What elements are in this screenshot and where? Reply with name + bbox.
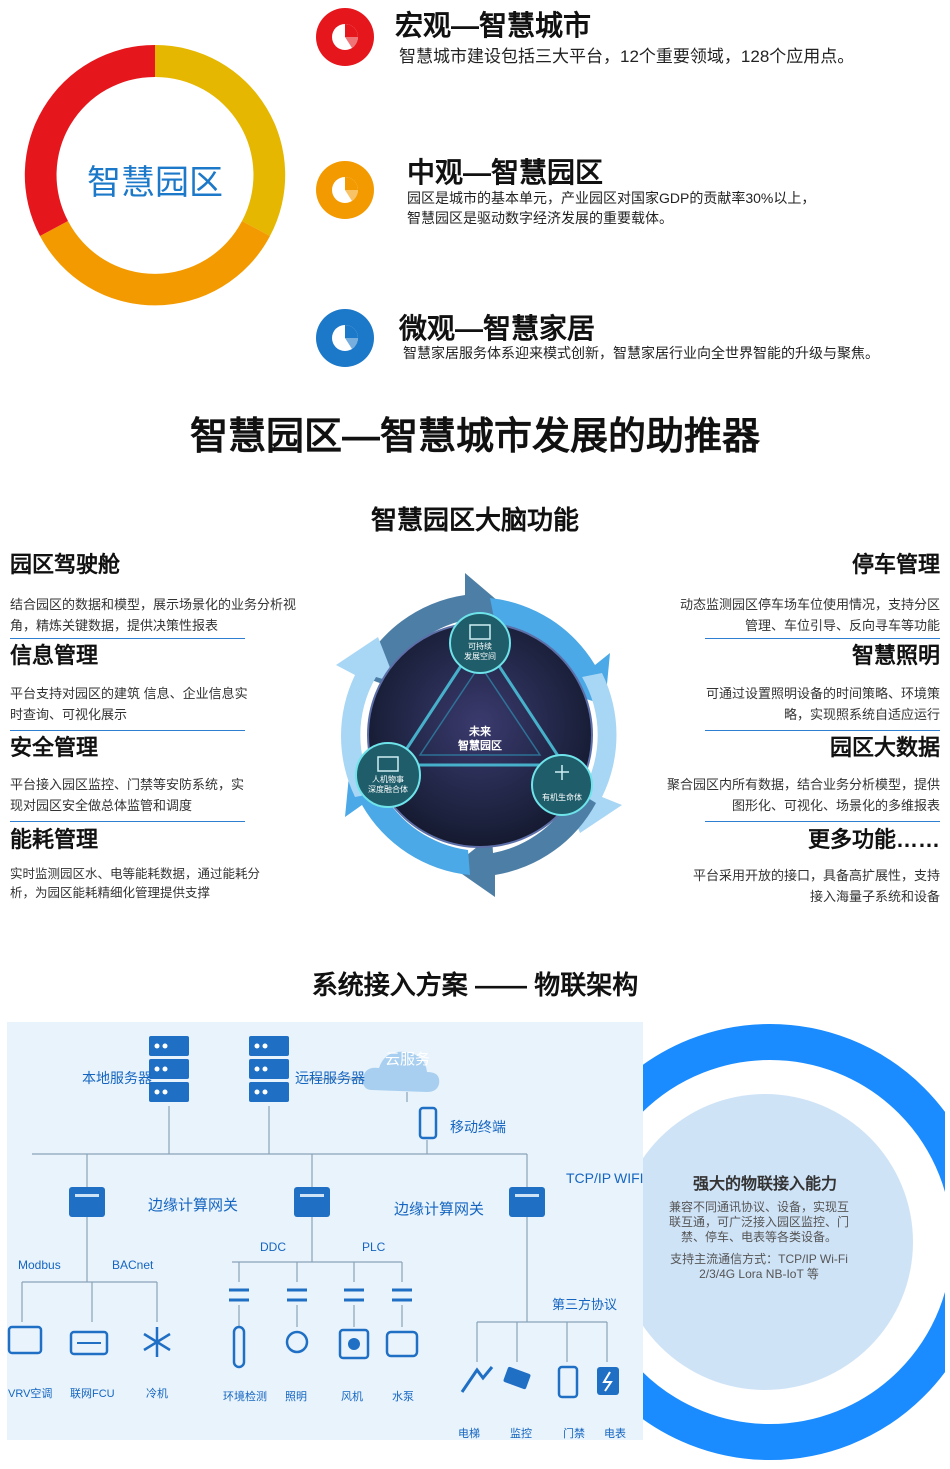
function-head-lighting: 智慧照明 — [851, 643, 940, 668]
function-head-info: 信息管理 — [10, 643, 99, 668]
access-card-icon — [557, 1365, 579, 1399]
capability-desc-1: 兼容不同通讯协议、设备，实现互联互通，可广泛接入园区监控、门禁、停车、电表等各类… — [668, 1200, 849, 1244]
pump-icon — [385, 1330, 419, 1358]
device-label-vrv: VRV空调 — [8, 1388, 53, 1400]
level-desc-macro: 智慧城市建设包括三大平台，12个重要领域，128个应用点。 — [399, 47, 855, 66]
iot-section-title: 系统接入方案 —— 物联架构 — [311, 970, 639, 1000]
level-title-micro: 微观—智慧家居 — [399, 313, 596, 344]
divider — [705, 638, 940, 639]
capability-title: 强大的物联接入能力 — [692, 1176, 837, 1193]
cycle-arrow-top — [358, 573, 505, 685]
pie-chart-icon — [316, 309, 374, 367]
wifi-label: WIFI — [614, 1170, 644, 1186]
function-desc-energy: 实时监测园区水、电等能耗数据，通过能耗分析，为园区能耗精细化管理提供支撑 — [10, 867, 261, 900]
function-head-bigdata: 园区大数据 — [829, 735, 940, 760]
device-label-light: 照明 — [285, 1391, 307, 1403]
modbus-label: Modbus — [18, 1258, 61, 1272]
level-desc-meso: 园区是城市的基本单元，产业园区对国家GDP的贡献率30%以上， 智慧园区是驱动数… — [407, 190, 816, 226]
brain-node-left — [355, 742, 421, 808]
device-label-chiller: 冷机 — [146, 1388, 168, 1400]
divider — [705, 821, 940, 822]
brain-center-label: 未来 智慧园区 — [458, 726, 502, 752]
iot-architecture-panel — [7, 1022, 643, 1440]
cycle-arrow-right-top — [490, 598, 610, 705]
gateway-label-1: 边缘计算网关 — [148, 1197, 239, 1214]
device-label-pump: 水泵 — [392, 1391, 414, 1403]
level-title-meso: 中观—智慧园区 — [407, 157, 604, 188]
brain-node-right — [531, 754, 593, 816]
mobile-icon — [418, 1106, 438, 1140]
function-head-more: 更多功能…… — [807, 827, 940, 852]
function-desc-parking: 动态监测园区停车场车位使用情况，支持分区管理、车位引导、反向寻车等功能 — [679, 597, 940, 633]
cloud-label: 云服务 — [385, 1051, 431, 1068]
device-label-env: 环境检测 — [223, 1391, 267, 1403]
function-head-cockpit: 园区驾驶舱 — [10, 552, 121, 577]
main-title: 智慧园区—智慧城市发展的助推器 — [189, 416, 760, 458]
level-title-macro: 宏观—智慧城市 — [395, 10, 592, 41]
camera-icon — [503, 1366, 531, 1390]
tcpip-label: TCP/IP — [566, 1170, 612, 1186]
level-ring-chart — [24, 44, 286, 306]
snowflake-icon — [143, 1327, 171, 1357]
remote-server-label: 远程服务器 — [295, 1070, 365, 1086]
cycle-arrow-left — [336, 637, 396, 797]
bulb-icon — [285, 1330, 309, 1354]
function-desc-security: 平台接入园区监控、门禁等安防系统，实现对园区安全做总体监管和调度 — [10, 777, 245, 813]
brain-triangle — [393, 634, 567, 767]
device-label-fan: 风机 — [341, 1391, 363, 1403]
divider — [10, 730, 245, 731]
ring-segment-red — [24, 44, 155, 237]
brain-node-top — [449, 612, 511, 674]
function-desc-info: 平台支持对园区的建筑 信息、企业信息实时查询、可视化展示 — [10, 686, 248, 722]
device-label-monitor: 监控 — [510, 1428, 532, 1440]
function-head-energy: 能耗管理 — [10, 827, 99, 852]
ac-icon — [7, 1325, 43, 1355]
device-label-fcu: 联网FCU — [70, 1388, 115, 1400]
cloud-icon — [362, 1051, 440, 1092]
cycle-arrow-bottom-right — [452, 790, 596, 897]
device-label-meter: 电表 — [604, 1428, 626, 1440]
device-label-access: 门禁 — [563, 1428, 585, 1440]
ddc-label: DDC — [260, 1240, 286, 1254]
function-head-security: 安全管理 — [10, 735, 99, 760]
thermometer-icon — [232, 1325, 246, 1369]
brain-node-label-left: 人机物事 深度融合体 — [368, 775, 408, 794]
function-desc-lighting: 可通过设置照明设备的时间策略、环境策略，实现照系统自适应运行 — [705, 686, 940, 722]
switch-icon — [229, 1288, 412, 1302]
device-label-elevator: 电梯 — [458, 1428, 480, 1440]
iot-wiring — [7, 1036, 619, 1399]
function-desc-more: 平台采用开放的接口，具备高扩展性，支持接入海量子系统和设备 — [692, 868, 940, 904]
bacnet-label: BACnet — [112, 1258, 154, 1272]
function-desc-cockpit: 结合园区的数据和模型，展示场景化的业务分析视角，精炼关键数据，提供决策性报表 — [10, 597, 297, 633]
level-desc-micro: 智慧家居服务体系迎来模式创新，智慧家居行业向全世界智能的升级与聚焦。 — [403, 345, 879, 361]
pie-chart-icon — [316, 8, 374, 66]
plc-label: PLC — [362, 1240, 386, 1254]
pie-chart-icon — [316, 161, 374, 219]
brain-node-label-top: 可持续 发展空间 — [464, 642, 496, 661]
fan-icon — [338, 1328, 370, 1360]
ring-segment-yellow — [155, 44, 286, 236]
divider — [10, 821, 245, 822]
fcu-icon — [69, 1330, 109, 1356]
third-protocol-label: 第三方协议 — [552, 1297, 618, 1312]
brain-cycle-graphic — [336, 573, 622, 897]
server-icon — [149, 1036, 289, 1102]
ring-segment-orange — [40, 221, 270, 306]
local-server-label: 本地服务器 — [82, 1070, 152, 1086]
elevator-icon — [460, 1366, 494, 1393]
brain-section-title: 智慧园区大脑功能 — [370, 505, 579, 535]
function-desc-bigdata: 聚合园区内所有数据，结合业务分析模型，提供图形化、可视化、场景化的多维报表 — [666, 777, 940, 813]
ring-center-label: 智慧园区 — [87, 164, 223, 202]
divider — [705, 730, 940, 731]
brain-node-label-right: 有机生命体 — [542, 793, 582, 802]
function-head-parking: 停车管理 — [851, 552, 940, 577]
divider — [10, 638, 245, 639]
mobile-label: 移动终端 — [450, 1119, 506, 1135]
gateway-label-2: 边缘计算网关 — [394, 1201, 485, 1218]
capability-desc-2: 支持主流通信方式：TCP/IP Wi-Fi 2/3/4G Lora NB-IoT… — [670, 1252, 848, 1281]
